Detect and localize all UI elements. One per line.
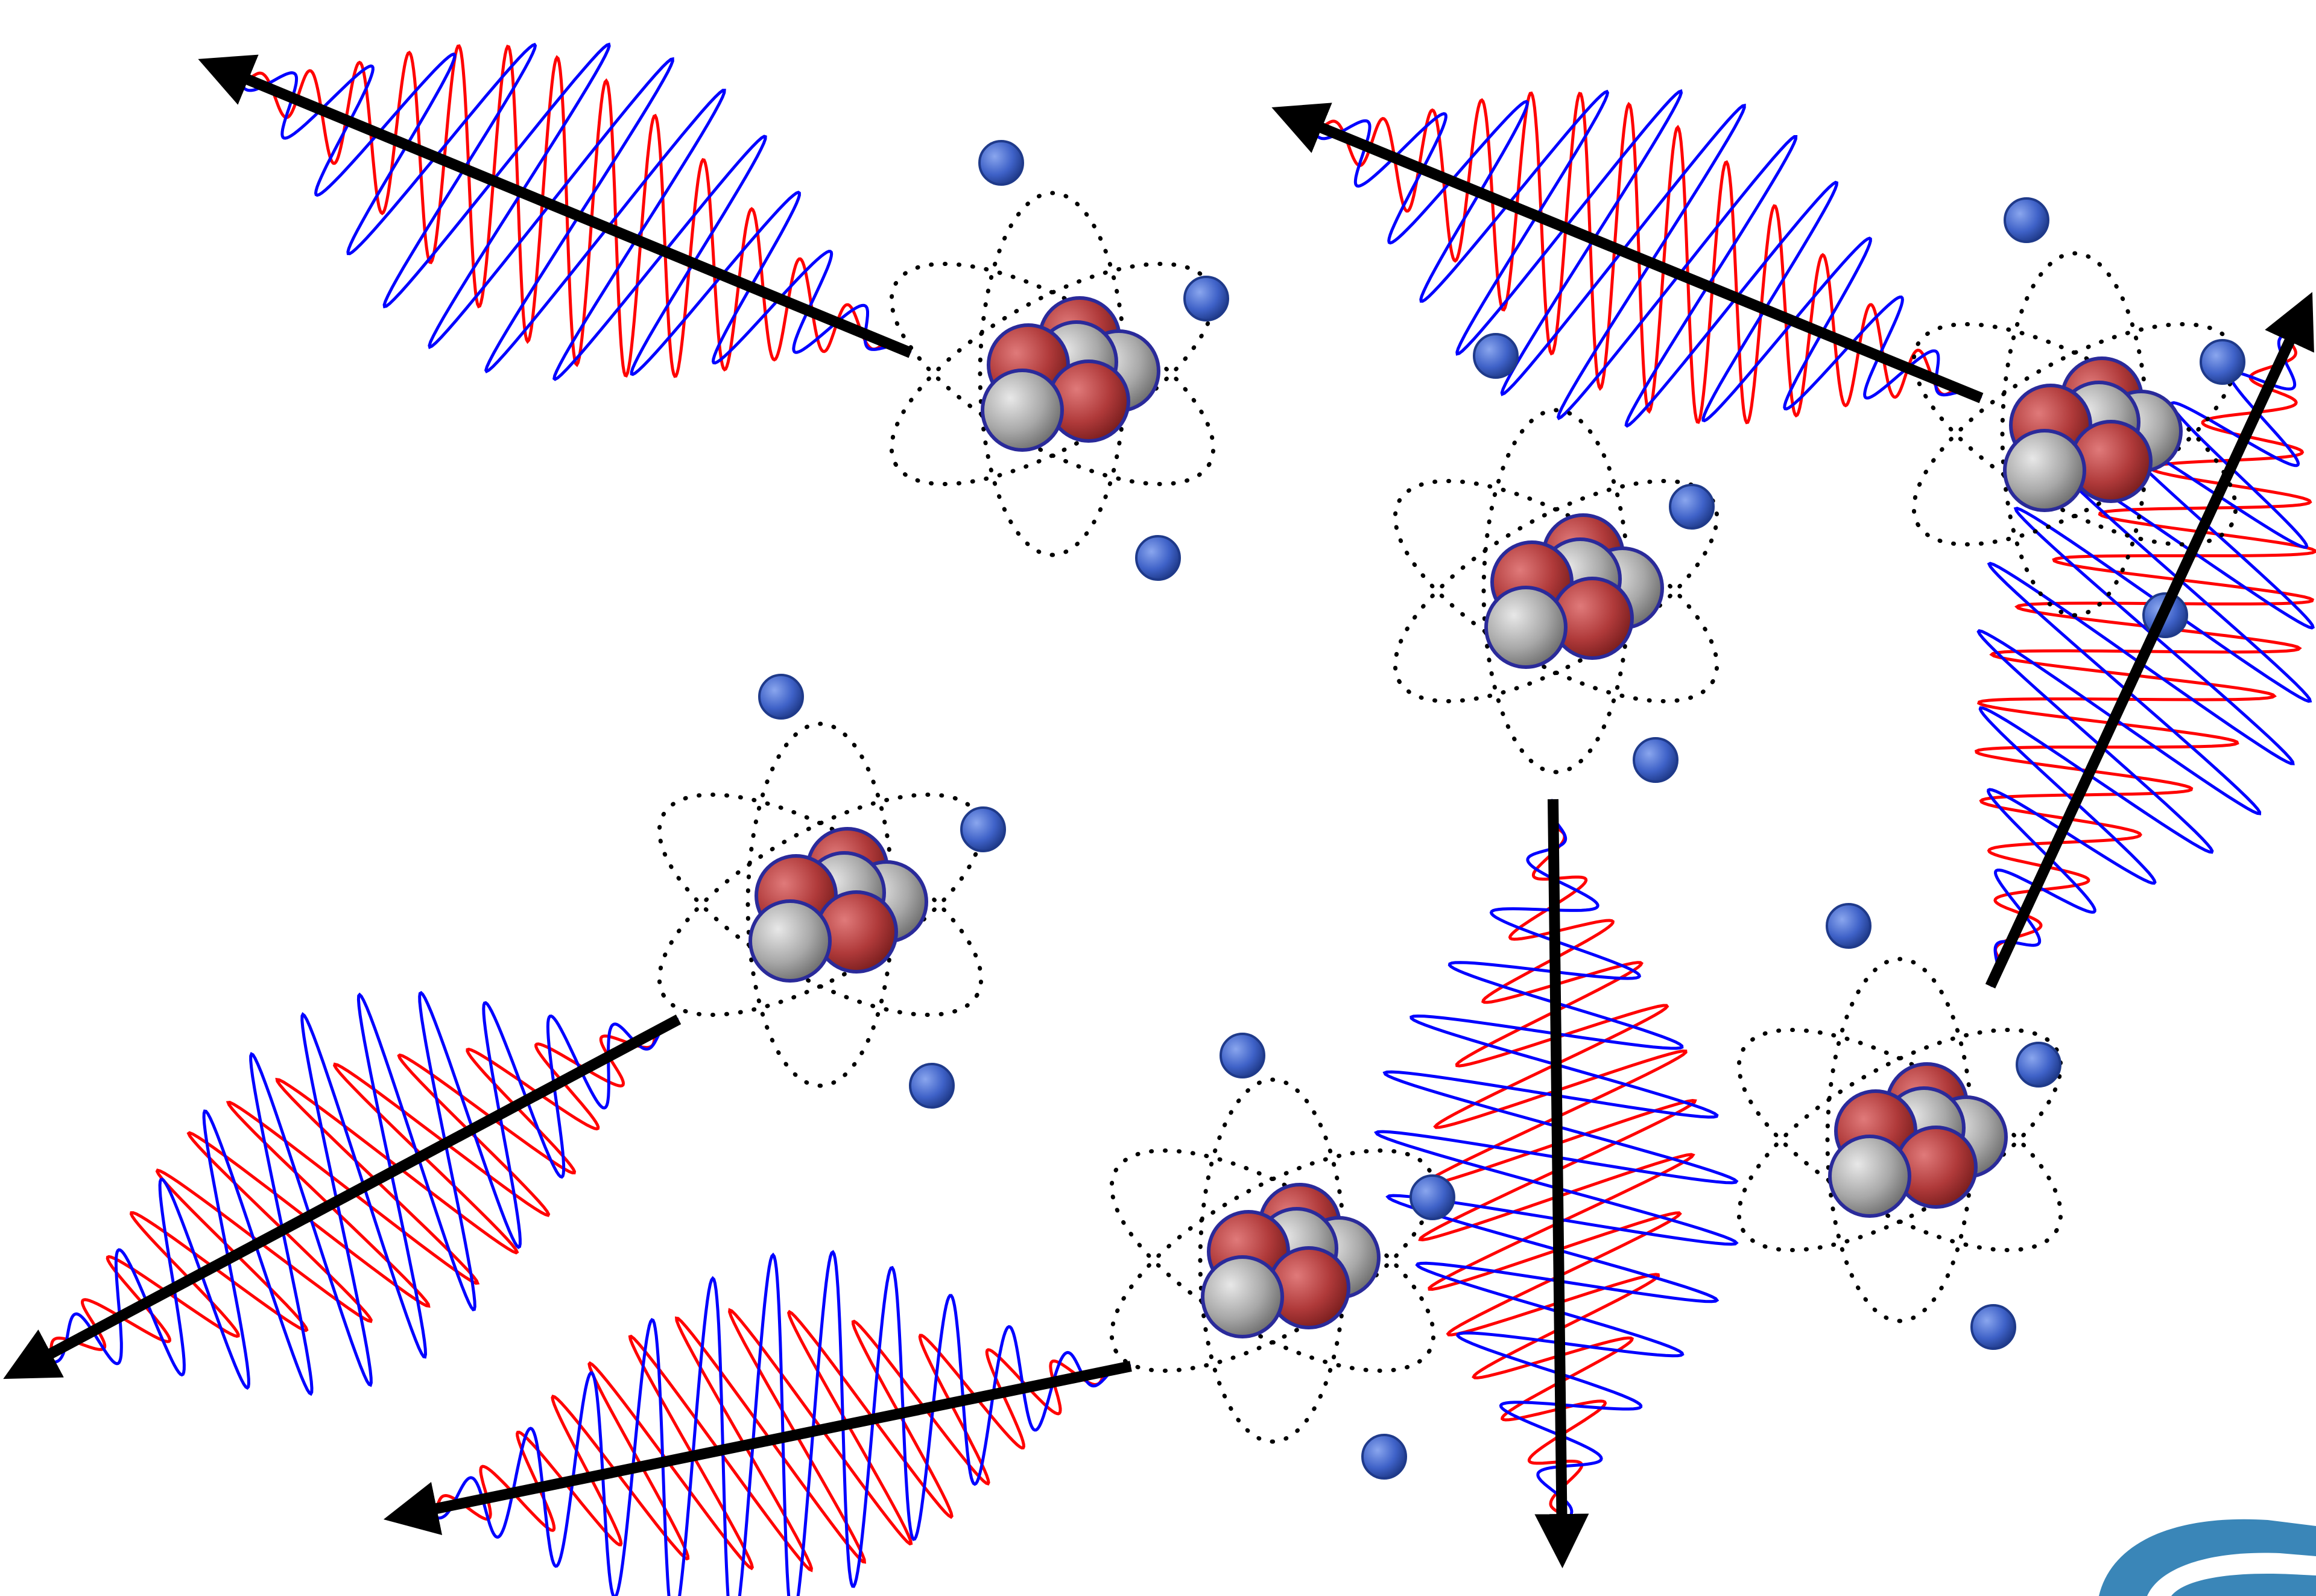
atom xyxy=(889,140,1229,581)
electron xyxy=(1410,1174,1455,1220)
magnetic-field-wave xyxy=(223,42,912,381)
neutron xyxy=(2003,429,2086,512)
magnetic-field-wave xyxy=(1374,799,1739,1542)
atom xyxy=(1109,1033,1455,1480)
electron xyxy=(2200,339,2245,385)
atom xyxy=(1911,197,2245,638)
nucleus xyxy=(1201,1183,1381,1338)
neutron xyxy=(1828,1135,1911,1218)
electron xyxy=(2016,1042,2061,1088)
propagation-arrow xyxy=(383,1361,1132,1536)
magnetic-field-wave xyxy=(1296,89,1982,428)
electron xyxy=(1473,333,1519,379)
electron xyxy=(1633,737,1678,783)
atom xyxy=(1393,333,1720,783)
arrows-layer xyxy=(3,54,2314,1568)
magnetic-field-wave xyxy=(409,1250,1131,1596)
neutron xyxy=(1484,586,1568,669)
electron xyxy=(978,140,1024,186)
atom xyxy=(657,674,1006,1109)
electron xyxy=(1361,1434,1407,1480)
nucleus xyxy=(981,296,1160,452)
electron xyxy=(2004,197,2049,243)
atoms-layer xyxy=(657,140,2245,1480)
magnetic-field-wave xyxy=(1976,316,2315,987)
electron xyxy=(1135,535,1181,581)
electron xyxy=(1183,276,1229,321)
propagation-arrow xyxy=(1985,292,2314,989)
nucleus xyxy=(748,827,928,983)
neutron xyxy=(1201,1255,1284,1338)
propagation-arrow xyxy=(1271,103,1984,404)
electron xyxy=(1970,1304,2016,1350)
electron xyxy=(909,1063,955,1109)
magnetic-field-wave xyxy=(26,990,679,1396)
nucleus xyxy=(1484,513,1664,669)
electron xyxy=(1220,1033,1265,1078)
waves-layer xyxy=(26,42,2316,1596)
electron xyxy=(758,674,804,720)
wave-swoosh-logo-icon xyxy=(2171,1574,2316,1596)
propagation-arrow xyxy=(3,1015,682,1379)
nucleus xyxy=(1828,1062,2008,1218)
electron xyxy=(960,806,1006,852)
electron xyxy=(1669,484,1715,530)
nucleus xyxy=(2003,356,2183,512)
logo xyxy=(2099,1519,2316,1596)
neutron xyxy=(748,899,832,983)
propagation-arrow xyxy=(198,54,913,358)
neutron xyxy=(981,369,1064,452)
electron xyxy=(1826,903,1871,949)
photon-emission xyxy=(409,1250,1131,1596)
propagation-arrow xyxy=(1534,799,1589,1568)
atom xyxy=(1736,903,2063,1350)
